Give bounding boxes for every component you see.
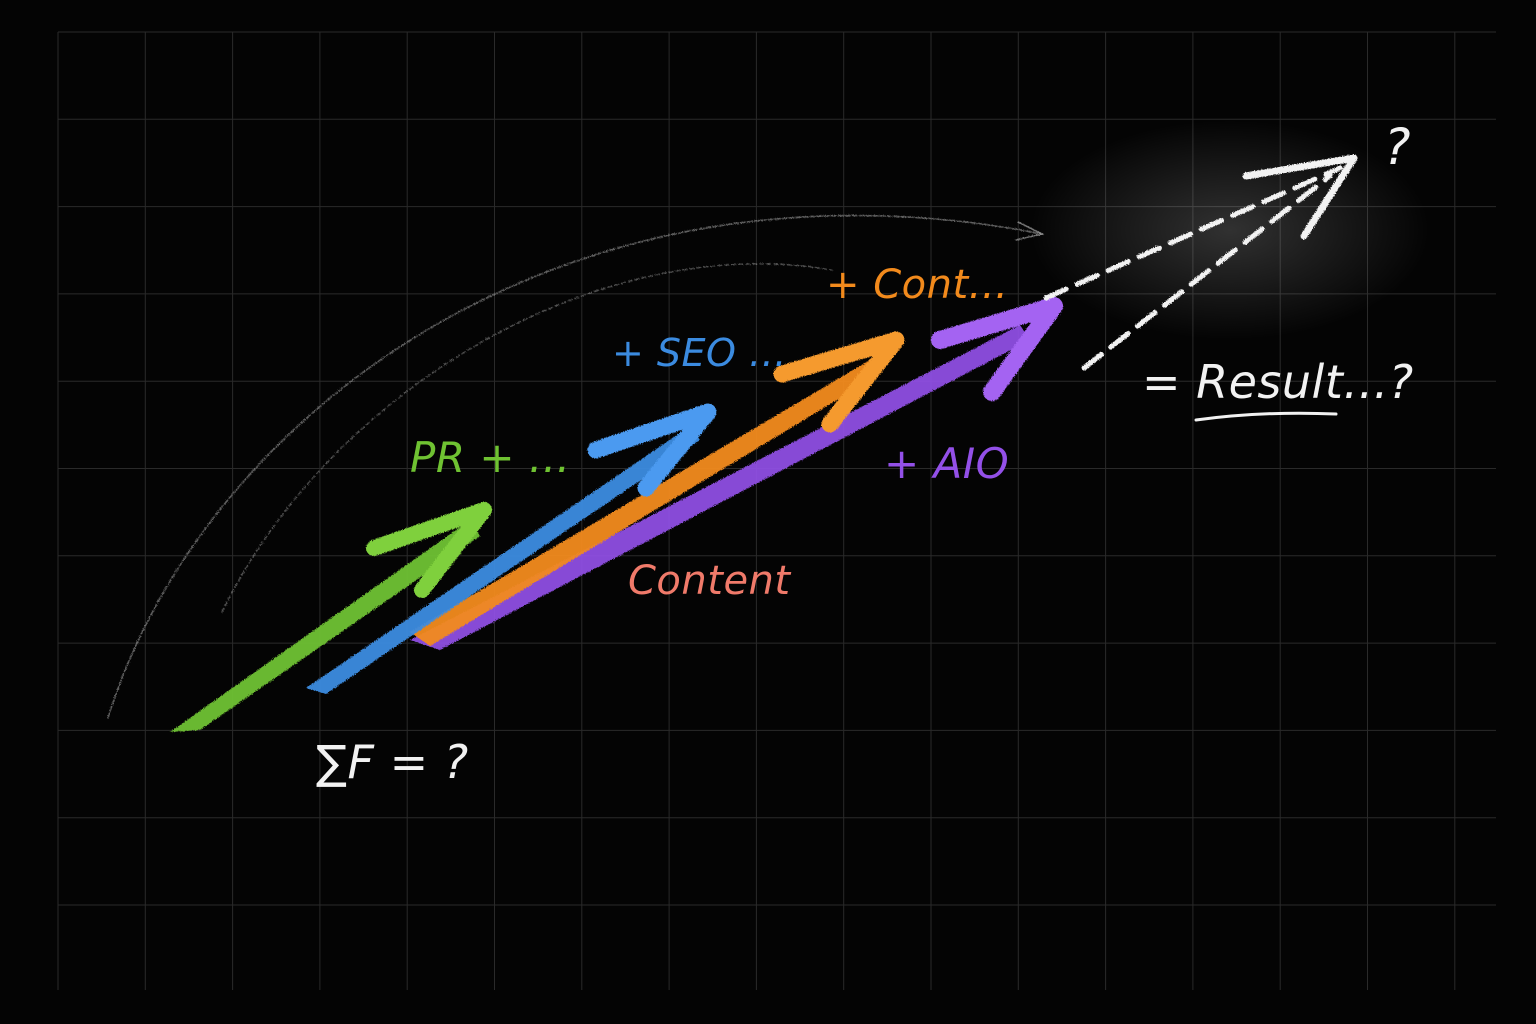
result-underline bbox=[1194, 411, 1338, 422]
inner-arc bbox=[221, 263, 833, 613]
seo-arrow-body bbox=[306, 426, 700, 694]
cont-label: + Cont... bbox=[826, 262, 1008, 308]
pr-arrow-head bbox=[366, 502, 492, 598]
seo-arrow-head bbox=[587, 403, 717, 497]
projection-arrowhead bbox=[1242, 154, 1358, 240]
seo-arrow bbox=[306, 403, 717, 694]
sum-label: ∑F = ? bbox=[316, 735, 469, 789]
result-label: = Result...? bbox=[1142, 355, 1414, 409]
aio-arrow-head bbox=[931, 297, 1063, 401]
projection-dash-lower bbox=[1081, 173, 1333, 371]
pr-arrow bbox=[170, 502, 492, 732]
content-arrow bbox=[410, 331, 905, 646]
pr-arrow-body bbox=[170, 520, 480, 732]
content-arrow-body bbox=[410, 360, 880, 646]
pr-label: PR + ... bbox=[410, 433, 570, 482]
aio-label: + AIO bbox=[884, 439, 1009, 488]
content-label: Content bbox=[628, 558, 791, 604]
aio-arrow-body bbox=[410, 325, 1030, 650]
grid-lines bbox=[57, 31, 1496, 990]
seo-label: + SEO ... bbox=[612, 331, 787, 375]
endpoint-glow bbox=[1030, 120, 1430, 340]
aio-arrow bbox=[410, 297, 1063, 650]
content-arrow-head bbox=[773, 331, 905, 433]
projection-arrow bbox=[1043, 154, 1358, 371]
outer-arc bbox=[107, 214, 1043, 719]
projection-dash-upper bbox=[1043, 165, 1343, 301]
question-mark: ? bbox=[1384, 118, 1411, 176]
